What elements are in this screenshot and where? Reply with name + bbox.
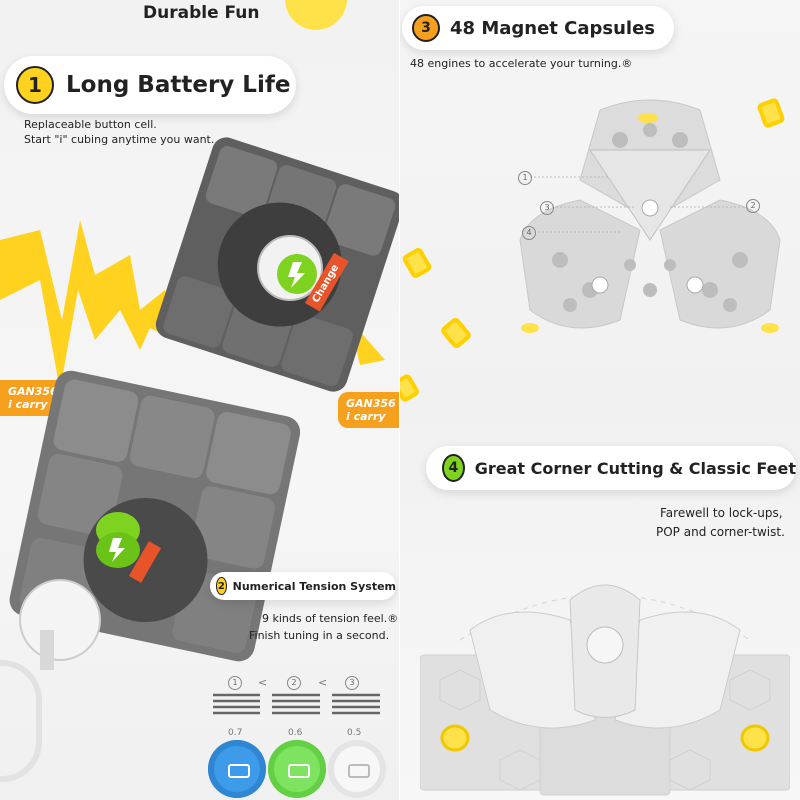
cube-gan356-icarry <box>155 137 400 392</box>
section4-title: Great Corner Cutting & Classic Feet <box>474 458 796 478</box>
cap-slot-icon <box>348 764 370 778</box>
callout-3: 3 <box>540 201 554 215</box>
header-title: Durable Fun <box>143 3 260 23</box>
spring-3-number: 3 <box>345 676 359 690</box>
model-tag-left-line2: i carry S <box>8 398 60 411</box>
spring-cap-white <box>328 740 386 798</box>
section1-desc-line2: Start "i" cubing anytime you want. <box>24 133 215 146</box>
white-ring-decoration <box>0 660 42 782</box>
number-badge-4: 4 <box>442 454 465 482</box>
cap-slot-icon <box>288 764 310 778</box>
spring-1-number: 1 <box>228 676 242 690</box>
magnet-capsule-icon <box>439 315 473 351</box>
section4-desc-line2: POP and corner-twist. <box>656 525 785 539</box>
corner-cutting-diagram <box>420 584 790 796</box>
section1-desc-line1: Replaceable button cell. <box>24 118 157 131</box>
callout-4: 4 <box>522 226 536 240</box>
spring-2-value: 0.6 <box>288 728 303 738</box>
spring-2-number: 2 <box>287 676 301 690</box>
cap-slot-icon <box>228 764 250 778</box>
spring-coils <box>213 693 380 715</box>
section2-desc-line2: Finish tuning in a second. <box>249 629 390 642</box>
section3-title: 48 Magnet Capsules <box>450 17 656 39</box>
section3-title-pill: 3 48 Magnet Capsules <box>402 6 674 50</box>
number-badge-3: 3 <box>412 14 440 42</box>
callout-2: 2 <box>746 199 760 213</box>
magnet-capsule-icon <box>400 372 421 404</box>
model-tag-left-line1: GAN356 <box>8 385 58 398</box>
section1-title: Long Battery Life <box>66 72 291 98</box>
section2-desc-line1: 9 kinds of tension feel.® <box>262 612 399 625</box>
number-badge-2: 2 <box>216 577 227 595</box>
model-tag-right-line2: i carry <box>346 410 386 423</box>
number-badge-1: 1 <box>16 66 54 104</box>
callout-1: 1 <box>518 171 532 185</box>
model-tag-right: GAN356 i carry <box>338 392 400 428</box>
magnet-capsule-icon <box>400 246 434 280</box>
model-tag-right-line1: GAN356 <box>346 397 396 410</box>
section4-title-pill: 4 Great Corner Cutting & Classic Feet <box>426 446 796 490</box>
section2-title-pill: 2 Numerical Tension System <box>210 572 396 600</box>
compare-symbol-1: < <box>258 676 268 689</box>
section1-title-pill: 1 Long Battery Life <box>4 56 296 114</box>
spring-1-value: 0.7 <box>228 728 243 738</box>
section4-desc-line1: Farewell to lock-ups, <box>660 506 783 520</box>
right-panel: 3 48 Magnet Capsules 48 engines to accel… <box>400 0 800 800</box>
spring-cap-green <box>268 740 326 798</box>
compare-symbol-2: < <box>318 676 328 689</box>
section3-desc: 48 engines to accelerate your turning.® <box>410 57 633 70</box>
section2-title: Numerical Tension System <box>232 579 396 593</box>
magnet-core-diagram <box>519 99 781 333</box>
spring-3-value: 0.5 <box>347 728 362 738</box>
yellow-circle-decoration <box>285 0 347 30</box>
spring-cap-blue <box>208 740 266 798</box>
left-panel: Durable Fun 1 Long Battery Life Replacea… <box>0 0 400 800</box>
